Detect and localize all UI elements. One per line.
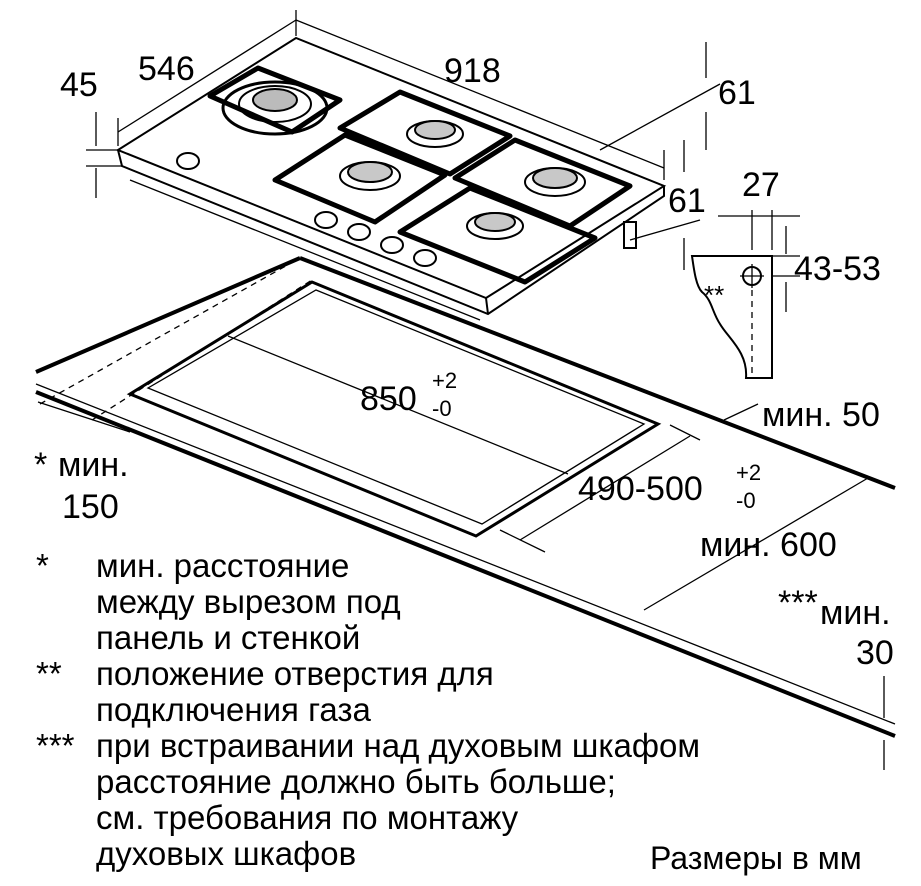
dim-min-50: мин. 50 <box>762 396 880 434</box>
hob-dimensions: 546 918 45 61 61 <box>60 10 756 270</box>
legend-mark-2: ** <box>36 655 62 692</box>
dim-546: 546 <box>138 50 195 88</box>
gas-inlet-fitting <box>623 221 637 249</box>
dim-45: 45 <box>60 66 98 104</box>
dim-43-53: 43-53 <box>794 250 881 288</box>
cutout-inner <box>146 289 646 525</box>
dim-min-30-label: мин. <box>820 594 891 632</box>
knob-2 <box>314 211 338 229</box>
legend-line-3-1: при встраивании над духовым шкафом <box>96 727 701 764</box>
grate-back-left <box>337 89 513 177</box>
hob-edge-corner <box>485 297 489 315</box>
burner-back-right <box>524 167 586 197</box>
countertop <box>35 256 896 738</box>
burner-back-left <box>406 120 464 148</box>
dim-min-150-value: 150 <box>62 488 119 526</box>
legend-line-1-3: панель и стенкой <box>96 619 361 656</box>
dim-490-500-tol-plus: +2 <box>736 460 761 485</box>
knob-3 <box>347 223 371 241</box>
dim-min-30-stars: *** <box>778 584 818 622</box>
legend-line-3-2: расстояние должно быть больше; <box>96 763 616 800</box>
dim-490-500: 490-500 <box>578 470 703 508</box>
cutout <box>126 280 662 538</box>
knob-1 <box>176 152 200 170</box>
dim-850: 850 <box>360 380 417 418</box>
burner-front-left <box>339 161 401 191</box>
dim-61-top: 61 <box>718 74 756 112</box>
units-note: Размеры в мм <box>650 840 862 876</box>
gas-mark: ** <box>704 280 724 310</box>
dim-490-500-tol-minus: -0 <box>736 488 756 513</box>
hob-bottom-line <box>129 179 481 321</box>
grate-front-left <box>272 132 448 225</box>
gas-connection-detail: ** 27 43-53 <box>690 166 881 379</box>
dim-850-tol-plus: +2 <box>432 368 457 393</box>
knob-4 <box>380 236 404 254</box>
legend-line-2-1: положение отверстия для <box>96 655 494 692</box>
burner-front-right <box>466 212 524 240</box>
burner-wok <box>221 80 329 136</box>
dim-850-tol-minus: -0 <box>432 396 452 421</box>
legend-mark-3: *** <box>36 727 75 764</box>
hob <box>115 36 667 321</box>
dim-min-150-star: * <box>34 446 47 484</box>
grate-back-right <box>452 137 633 229</box>
legend-line-1-2: между вырезом под <box>96 583 401 620</box>
dim-61-side: 61 <box>668 182 706 220</box>
grate-front-right <box>397 185 598 285</box>
cutout-outer <box>126 280 662 538</box>
legend-line-3-4: духовых шкафов <box>96 835 357 872</box>
legend-mark-1: * <box>36 547 49 584</box>
legend-line-1-1: мин. расстояние <box>96 547 350 584</box>
legend-line-2-2: подключения газа <box>96 691 371 728</box>
dim-min-600: мин. 600 <box>700 526 837 564</box>
grate-wok <box>207 65 343 135</box>
dim-918: 918 <box>444 52 501 90</box>
dim-min-150-label: мин. <box>58 446 129 484</box>
knob-5 <box>413 249 437 267</box>
dim-27: 27 <box>742 166 780 204</box>
control-knobs <box>176 152 437 267</box>
legend-line-3-3: см. требования по монтажу <box>96 799 519 836</box>
cutout-dimensions: 850 +2 -0 490-500 +2 -0 мин. 50 мин. 600… <box>34 335 894 770</box>
dim-min-30-value: 30 <box>856 634 894 672</box>
